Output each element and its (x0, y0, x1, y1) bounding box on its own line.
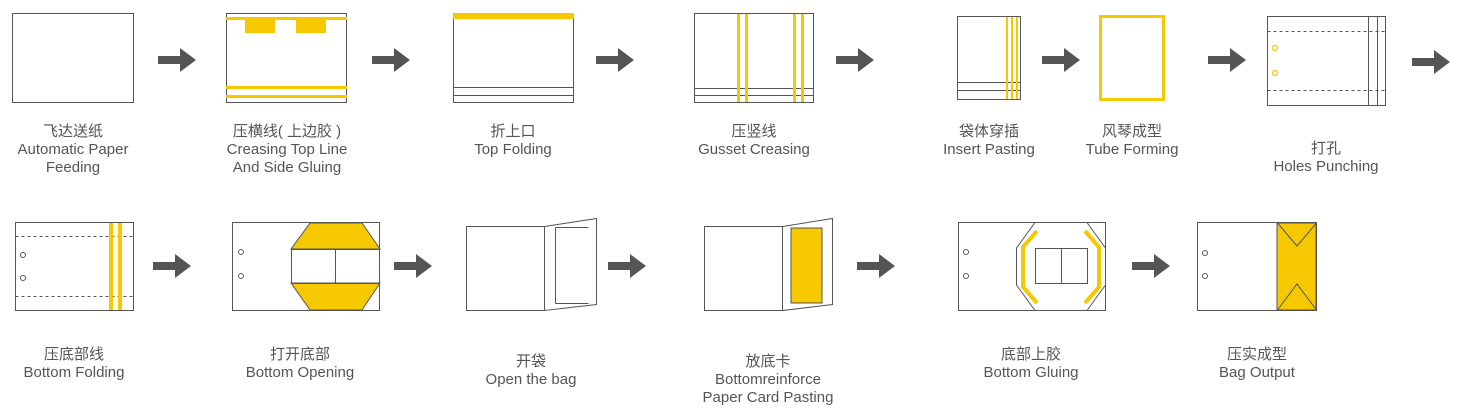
step-4-caption: 压竖线 Gusset Creasing (654, 123, 854, 159)
step-10-caption: 开袋 Open the bag (431, 353, 631, 389)
flow-arrow-1 (158, 48, 196, 72)
step-7-label-zh: 打孔 (1310, 140, 1341, 157)
step-1-label-zh: 飞达送纸 (42, 123, 103, 140)
step-12-label-en: Bottom Gluing (983, 364, 1079, 381)
step-8-sheet-diagram (15, 222, 134, 311)
step-2-sheet-diagram (226, 13, 347, 103)
step-7-sheet-diagram (1267, 16, 1386, 106)
step-2-caption: 压横线( 上边胶 ) Creasing Top Line And Side Gl… (187, 123, 387, 177)
step-11-caption: 放底卡 Bottomreinforce Paper Card Pasting (668, 353, 868, 407)
step-11-label-zh: 放底卡 (745, 353, 791, 370)
step-7-caption: 打孔 Holes Punching (1226, 140, 1426, 176)
flow-arrow-11 (857, 254, 895, 278)
step-9-label-en: Bottom Opening (245, 364, 355, 381)
flow-arrow-7 (1412, 50, 1450, 74)
step-2-label-en-2: And Side Gluing (232, 159, 342, 176)
flow-arrow-9 (394, 254, 432, 278)
step-5-label-zh: 袋体穿插 (958, 123, 1019, 140)
step-5-caption: 袋体穿插 Insert Pasting (889, 123, 1089, 159)
step-3-label-zh: 折上口 (490, 123, 536, 140)
step-8-label-en: Bottom Folding (23, 364, 125, 381)
step-11-bag-diagram (704, 217, 833, 312)
step-4-sheet-diagram (694, 13, 814, 103)
flow-arrow-2 (372, 48, 410, 72)
step-6-caption: 风琴成型 Tube Forming (1032, 123, 1232, 159)
step-1-caption: 飞达送纸 Automatic Paper Feeding (0, 123, 173, 177)
step-7-label-en: Holes Punching (1273, 158, 1379, 175)
step-8-label-zh: 压底部线 (43, 346, 104, 363)
step-13-label-zh: 压实成型 (1226, 346, 1287, 363)
flow-arrow-5 (1042, 48, 1080, 72)
step-4-label-zh: 压竖线 (731, 123, 777, 140)
flow-arrow-10 (608, 254, 646, 278)
step-3-label-en: Top Folding (474, 141, 552, 158)
step-3-sheet-diagram (453, 13, 574, 103)
step-12-sheet-diagram (958, 222, 1106, 311)
flow-arrow-4 (836, 48, 874, 72)
step-5-sheet-diagram (957, 16, 1021, 100)
step-9-sheet-diagram (232, 222, 381, 311)
step-11-label-en: Bottomreinforce (715, 371, 821, 388)
step-11-label-en-2: Paper Card Pasting (702, 389, 834, 406)
step-6-label-zh: 风琴成型 (1101, 123, 1162, 140)
step-1-sheet-diagram (12, 13, 134, 103)
step-9-caption: 打开底部 Bottom Opening (200, 346, 400, 382)
step-13-bag-diagram (1197, 222, 1317, 311)
step-12-caption: 底部上胶 Bottom Gluing (931, 346, 1131, 382)
flow-arrow-12 (1132, 254, 1170, 278)
step-10-bag-diagram (466, 217, 597, 312)
step-9-label-zh: 打开底部 (269, 346, 330, 363)
step-1-label-en-2: Feeding (45, 159, 101, 176)
step-6-label-en: Tube Forming (1085, 141, 1179, 158)
step-6-tube-diagram (1099, 15, 1165, 101)
flow-arrow-3 (596, 48, 634, 72)
step-13-label-en: Bag Output (1219, 364, 1295, 381)
step-13-caption: 压实成型 Bag Output (1157, 346, 1357, 382)
flow-arrow-6 (1208, 48, 1246, 72)
step-2-label-en: Creasing Top Line (226, 141, 348, 158)
step-10-label-en: Open the bag (485, 371, 577, 388)
step-12-label-zh: 底部上胶 (1000, 346, 1061, 363)
step-5-label-en: Insert Pasting (943, 141, 1035, 158)
step-10-label-zh: 开袋 (515, 353, 546, 370)
step-4-label-en: Gusset Creasing (698, 141, 810, 158)
step-3-caption: 折上口 Top Folding (413, 123, 613, 159)
step-8-caption: 压底部线 Bottom Folding (0, 346, 174, 382)
step-2-label-zh: 压横线( 上边胶 ) (232, 123, 342, 140)
step-1-label-en: Automatic Paper (17, 141, 129, 158)
flow-arrow-8 (153, 254, 191, 278)
